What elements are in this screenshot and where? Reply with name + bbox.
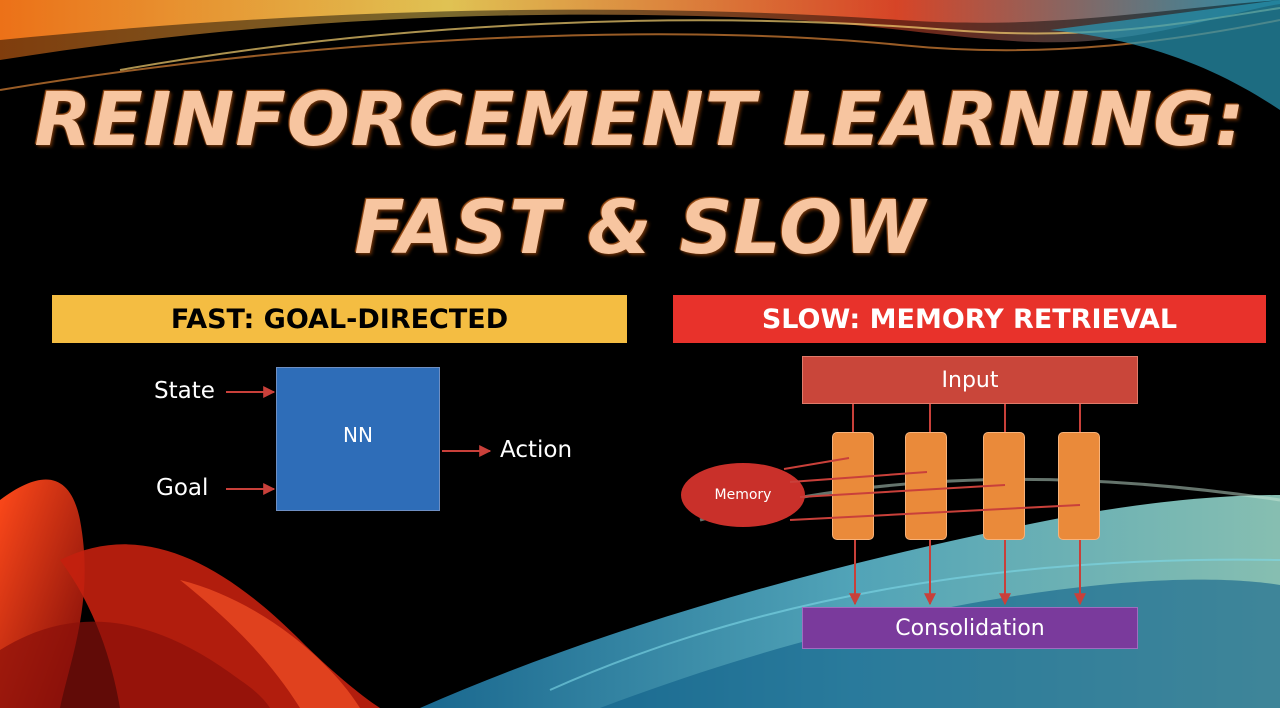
memory-ellipse: Memory	[681, 463, 805, 527]
memory-unit-1	[832, 432, 874, 540]
memory-unit-2	[905, 432, 947, 540]
consolidation-label: Consolidation	[895, 615, 1045, 641]
state-label: State	[154, 378, 215, 404]
memory-unit-4	[1058, 432, 1100, 540]
goal-label: Goal	[156, 475, 209, 501]
title-line-1: REINFORCEMENT LEARNING:	[34, 77, 1246, 163]
input-label: Input	[941, 367, 999, 393]
consolidation-box: Consolidation	[802, 607, 1138, 649]
title-line-2: FAST & SLOW	[354, 185, 926, 271]
memory-unit-3	[983, 432, 1025, 540]
fast-banner: FAST: GOAL-DIRECTED	[52, 295, 627, 343]
nn-box: NN	[276, 367, 440, 511]
input-box: Input	[802, 356, 1138, 404]
action-label: Action	[500, 437, 573, 463]
slow-banner: SLOW: MEMORY RETRIEVAL	[673, 295, 1266, 343]
nn-label: NN	[343, 423, 373, 447]
memory-label: Memory	[714, 487, 772, 503]
